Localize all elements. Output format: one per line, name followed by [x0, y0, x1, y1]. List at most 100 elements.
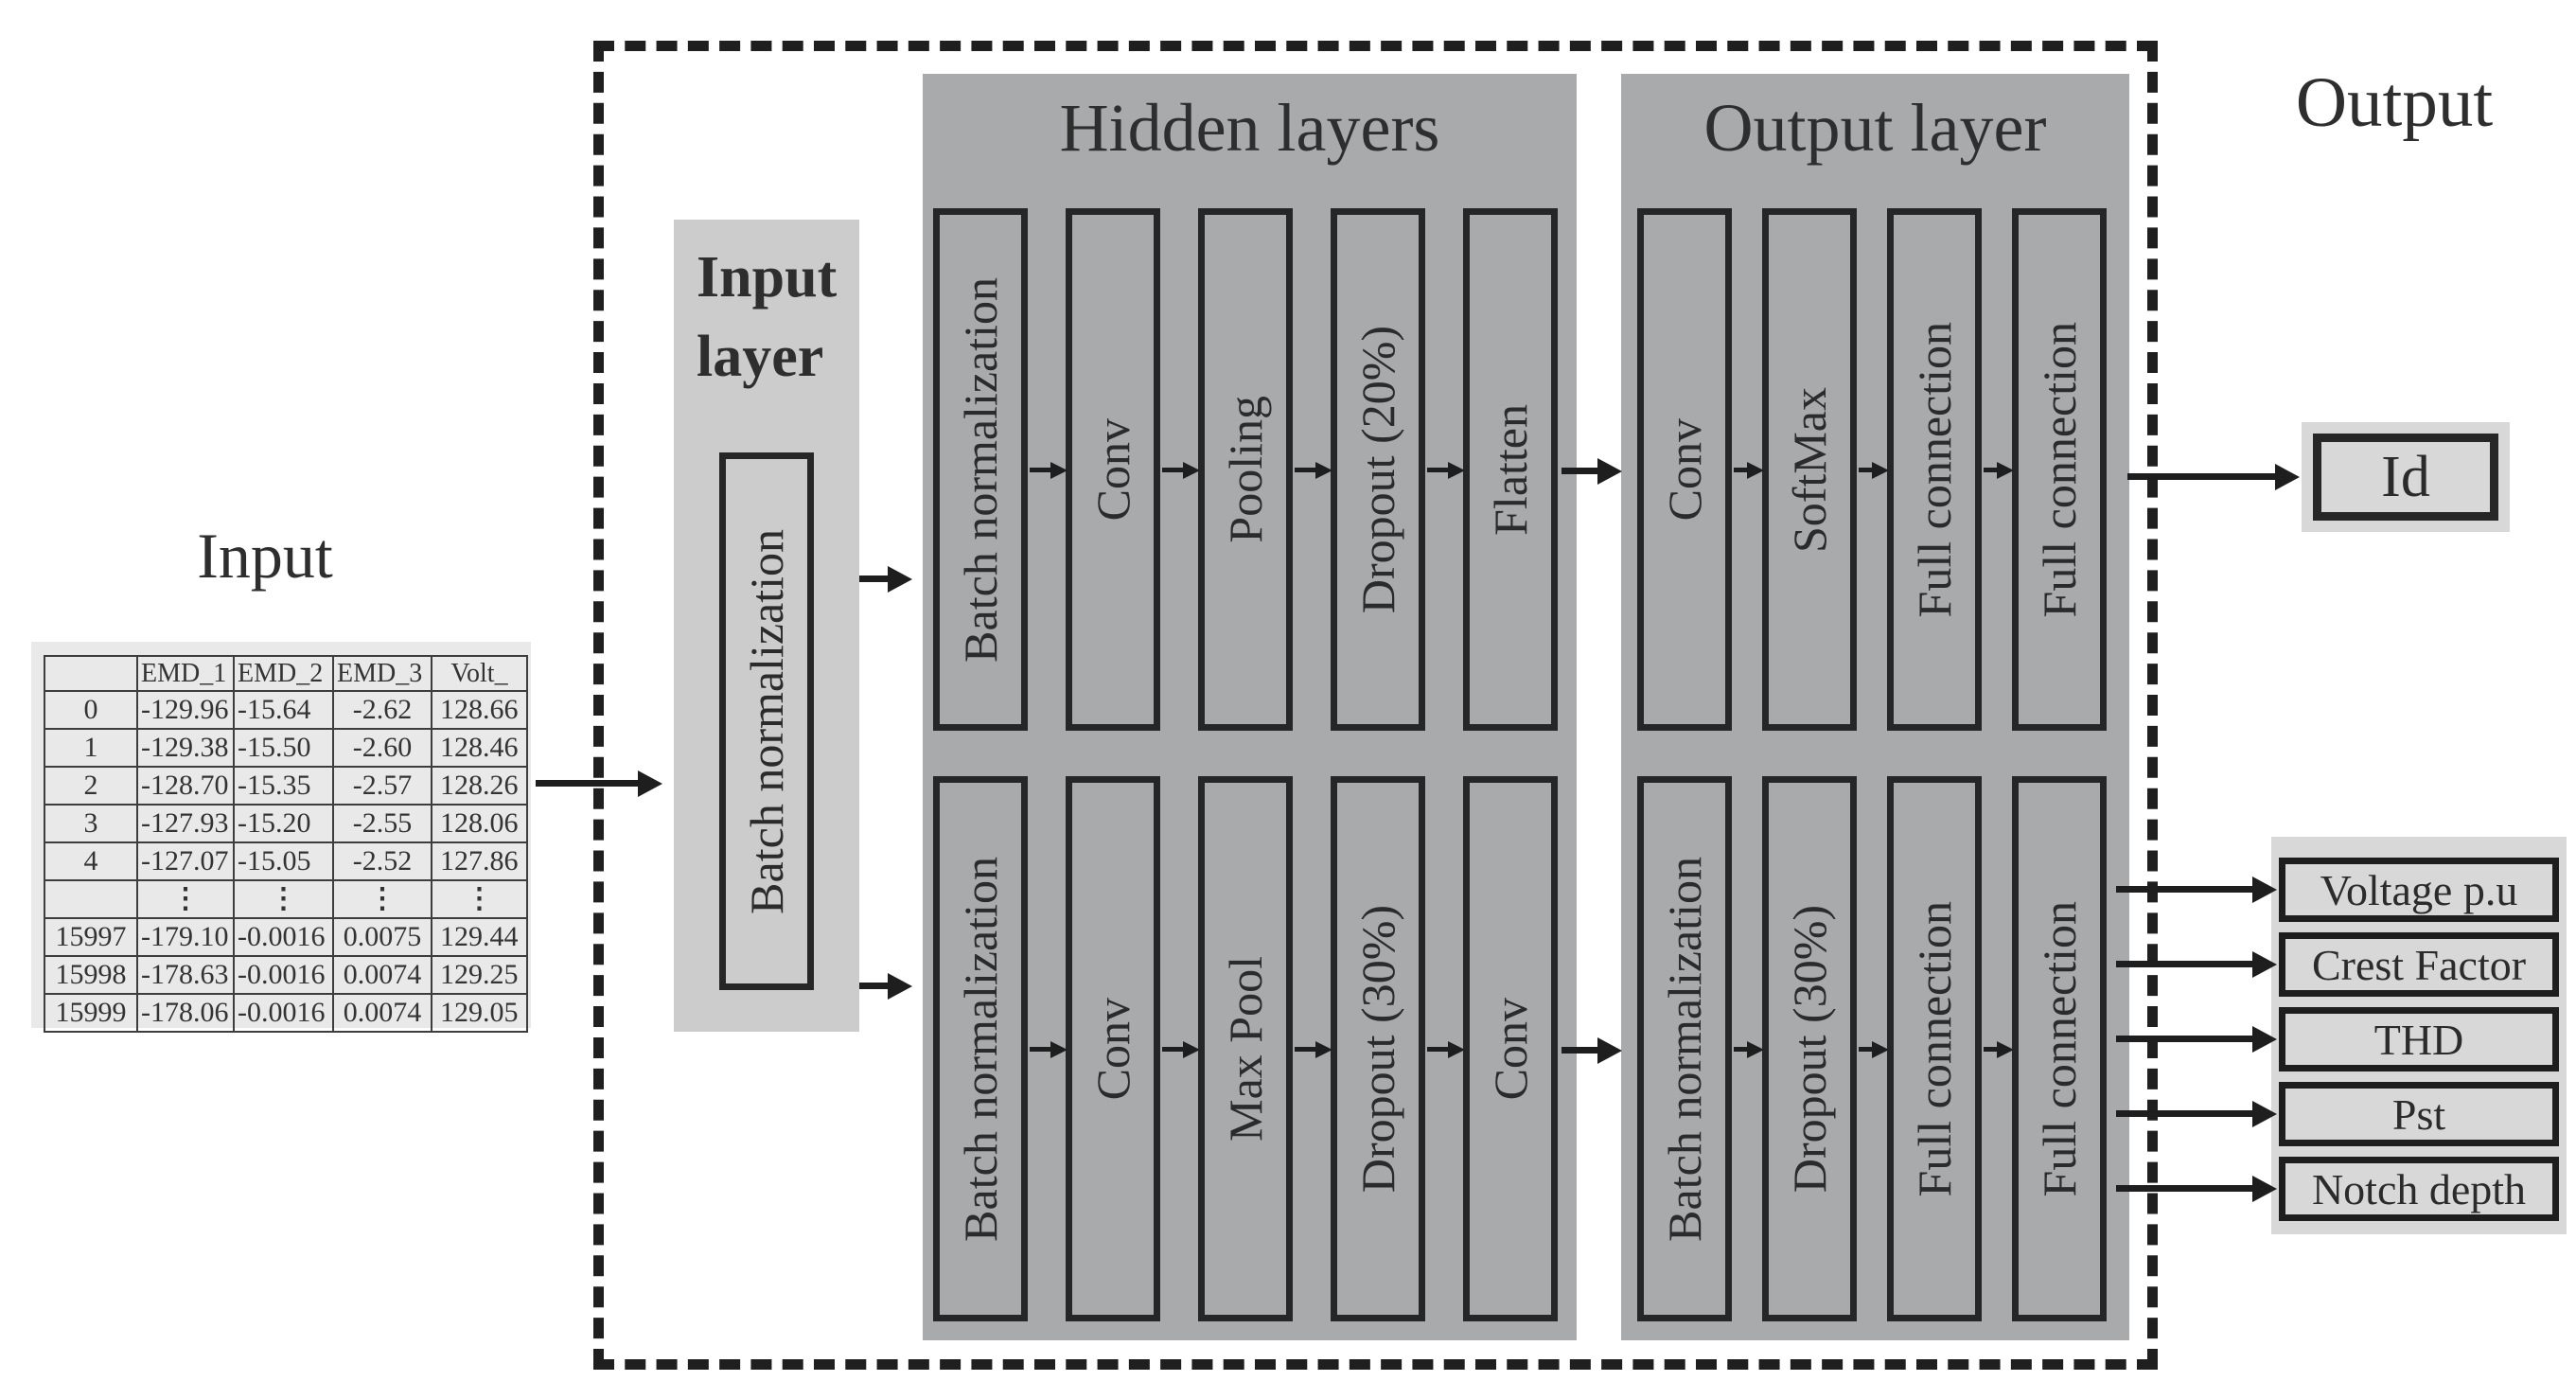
hidden-bottom-box-label: Dropout (30%)	[1351, 904, 1404, 1194]
table-cell: -15.05	[233, 841, 334, 881]
table-cell: -15.35	[233, 766, 334, 806]
table-cell: -2.57	[332, 766, 432, 806]
arrow-input-to-hidden-bottom	[859, 983, 888, 989]
output-box-label: Pst	[2391, 1089, 2446, 1139]
table-cell: -0.0016	[233, 993, 334, 1033]
table-cell: 2	[44, 766, 138, 806]
hidden-top-box-label: Flatten	[1484, 403, 1537, 536]
output-top-box-label: Full connection	[1908, 321, 1961, 618]
hidden-bottom-conv-box: Conv	[1066, 776, 1160, 1321]
table-cell: -179.10	[136, 917, 235, 957]
regression-outputs-panel: Voltage p.u Crest Factor THD Pst Notch d…	[2271, 837, 2567, 1234]
output-thd-box: THD	[2279, 1007, 2559, 1071]
arrow-hidden-bottom-3	[1295, 1047, 1315, 1052]
arrow-output-top-3	[1984, 468, 1997, 472]
table-cell: 3	[44, 804, 138, 843]
input-layer-title-line2: layer	[697, 324, 824, 389]
table-cell: 0.0074	[332, 993, 432, 1033]
table-header-cell: EMD_2	[233, 655, 334, 692]
table-cell: 1	[44, 728, 138, 768]
table-cell	[44, 879, 138, 919]
arrow-hidden-bottom-4	[1427, 1047, 1448, 1052]
arrow-hidden-bottom-2	[1162, 1047, 1183, 1052]
hidden-top-dropout-box: Dropout (20%)	[1331, 208, 1425, 731]
output-box-label: Crest Factor	[2311, 940, 2527, 989]
output-bottom-box-label: Dropout (30%)	[1783, 904, 1836, 1194]
arrow-to-pst-output	[2116, 1110, 2252, 1117]
table-cell: -129.96	[136, 690, 235, 730]
arrow-output-bottom-2	[1859, 1047, 1872, 1052]
table-cell: -15.64	[233, 690, 334, 730]
table-cell: -127.93	[136, 804, 235, 843]
id-output-label: Id	[2381, 444, 2430, 509]
output-layer-panel: Output layer	[1621, 74, 2129, 1340]
hidden-bottom-box-label: Conv	[1484, 997, 1537, 1101]
table-cell: 0.0075	[332, 917, 432, 957]
arrow-output-bottom-3	[1984, 1047, 1997, 1052]
hidden-top-batch-normalization-box: Batch normalization	[933, 208, 1028, 731]
output-top-full-connection-box: Full connection	[1887, 208, 1982, 731]
hidden-top-box-label: Pooling	[1219, 396, 1272, 543]
arrow-table-to-input-layer	[536, 780, 638, 787]
output-bottom-full-connection-box: Full connection	[1887, 776, 1982, 1321]
id-output-box: Id	[2313, 434, 2498, 521]
table-cell: 128.06	[431, 804, 528, 843]
hidden-bottom-maxpool-box: Max Pool	[1198, 776, 1293, 1321]
output-bottom-box-label: Full connection	[2033, 900, 2086, 1197]
arrow-hidden-top-3	[1295, 468, 1315, 472]
table-cell: 4	[44, 841, 138, 881]
arrow-hidden-to-output-bottom	[1561, 1047, 1597, 1054]
table-cell: -2.55	[332, 804, 432, 843]
arrow-hidden-bottom-1	[1030, 1047, 1050, 1052]
id-output-panel: Id	[2302, 422, 2510, 532]
arrow-output-top-1	[1734, 468, 1747, 472]
output-box-label: THD	[2373, 1015, 2464, 1064]
table-cell: -128.70	[136, 766, 235, 806]
table-cell: -0.0016	[233, 955, 334, 995]
arrow-output-top-2	[1859, 468, 1872, 472]
output-bottom-box-label: Batch normalization	[1658, 856, 1711, 1242]
hidden-top-conv-box: Conv	[1066, 208, 1160, 731]
table-cell: -2.52	[332, 841, 432, 881]
table-cell: ⋮	[233, 879, 334, 919]
table-cell: 128.26	[431, 766, 528, 806]
input-layer-title-line1: Input	[697, 245, 838, 310]
table-cell: 0.0074	[332, 955, 432, 995]
arrow-hidden-to-output-top	[1561, 468, 1597, 474]
table-cell: ⋮	[136, 879, 235, 919]
table-cell: 128.66	[431, 690, 528, 730]
output-bottom-box-label: Full connection	[1908, 900, 1961, 1197]
arrow-to-id-output	[2127, 473, 2275, 480]
hidden-bottom-dropout-box: Dropout (30%)	[1331, 776, 1425, 1321]
table-header-cell: EMD_3	[332, 655, 432, 692]
arrow-output-bottom-1	[1734, 1047, 1747, 1052]
output-top-box-label: SoftMax	[1783, 386, 1836, 553]
hidden-bottom-box-label: Conv	[1086, 997, 1139, 1101]
hidden-top-box-label: Batch normalization	[954, 276, 1007, 663]
table-cell: -15.50	[233, 728, 334, 768]
output-crest-factor-box: Crest Factor	[2279, 932, 2559, 997]
hidden-bottom-batch-normalization-box: Batch normalization	[933, 776, 1028, 1321]
arrow-to-crest-factor-output	[2116, 961, 2252, 967]
arrow-hidden-top-4	[1427, 468, 1448, 472]
arrow-hidden-top-1	[1030, 468, 1050, 472]
output-section-label: Output	[2295, 63, 2494, 142]
table-cell: -178.06	[136, 993, 235, 1033]
table-cell: -0.0016	[233, 917, 334, 957]
arrow-to-thd-output	[2116, 1036, 2252, 1042]
table-cell: 15999	[44, 993, 138, 1033]
output-top-box-label: Full connection	[2033, 321, 2086, 618]
output-box-label: Voltage p.u	[2320, 865, 2518, 914]
hidden-top-box-label: Dropout (20%)	[1351, 325, 1404, 614]
input-batch-normalization-label: Batch normalization	[740, 528, 793, 914]
table-cell: 129.05	[431, 993, 528, 1033]
hidden-bottom-box-label: Max Pool	[1219, 956, 1272, 1142]
output-top-box-label: Conv	[1658, 417, 1711, 522]
table-cell: -178.63	[136, 955, 235, 995]
